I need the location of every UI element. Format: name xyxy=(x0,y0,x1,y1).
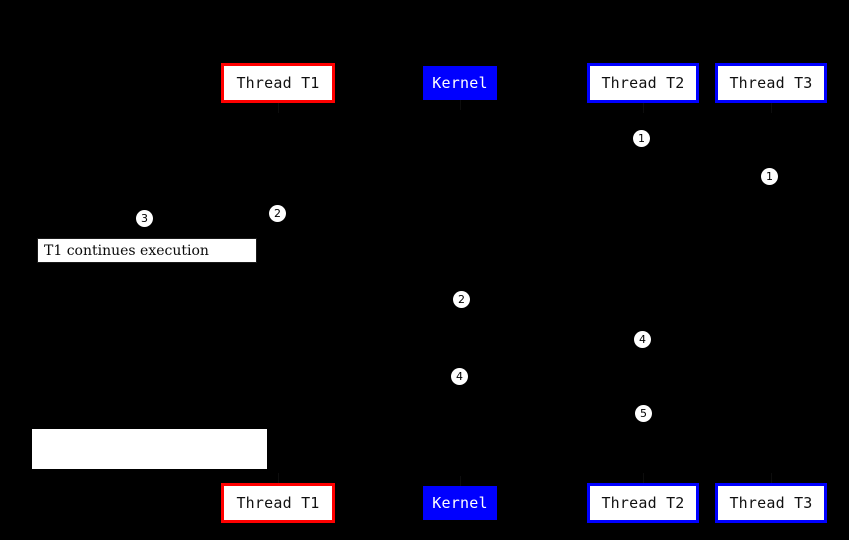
ll-t1-top xyxy=(278,103,279,113)
step-marker-m-t2-1: 1 xyxy=(633,130,650,147)
participant-label: Thread T2 xyxy=(601,494,685,512)
participant-label: Thread T3 xyxy=(729,494,813,512)
step-marker-m-kernel-2: 2 xyxy=(453,291,470,308)
participant-label: Kernel xyxy=(432,494,488,512)
step-marker-m-t2-5: 5 xyxy=(635,405,652,422)
step-marker-m-t1-2: 2 xyxy=(269,205,286,222)
step-marker-m-t1-3: 3 xyxy=(136,210,153,227)
blank-note-lower-left xyxy=(32,429,267,469)
participant-t2b: Thread T2 xyxy=(587,483,699,523)
ll-t1-bot xyxy=(278,473,279,483)
ll-t2-top xyxy=(643,103,644,113)
note-t1-continues: T1 continues execution xyxy=(37,238,257,263)
note-text: T1 continues execution xyxy=(44,242,209,259)
participant-t1: Thread T1 xyxy=(221,63,335,103)
step-marker-m-t2-4: 4 xyxy=(634,331,651,348)
participant-t3b: Thread T3 xyxy=(715,483,827,523)
ll-kernel-top xyxy=(460,100,461,110)
participant-label: Thread T3 xyxy=(729,74,813,92)
participant-kernelb: Kernel xyxy=(423,486,497,520)
ll-kernel-bot xyxy=(460,476,461,486)
participant-label: Kernel xyxy=(432,74,488,92)
ll-t3-top xyxy=(771,103,772,113)
ll-t2-bot xyxy=(643,473,644,483)
participant-label: Thread T1 xyxy=(236,74,320,92)
ll-t3-bot xyxy=(771,473,772,483)
participant-label: Thread T1 xyxy=(236,494,320,512)
step-marker-m-t3-1: 1 xyxy=(761,168,778,185)
participant-t2: Thread T2 xyxy=(587,63,699,103)
participant-label: Thread T2 xyxy=(601,74,685,92)
participant-t3: Thread T3 xyxy=(715,63,827,103)
step-marker-m-kernel-4: 4 xyxy=(451,368,468,385)
participant-t1b: Thread T1 xyxy=(221,483,335,523)
participant-kernel: Kernel xyxy=(423,66,497,100)
